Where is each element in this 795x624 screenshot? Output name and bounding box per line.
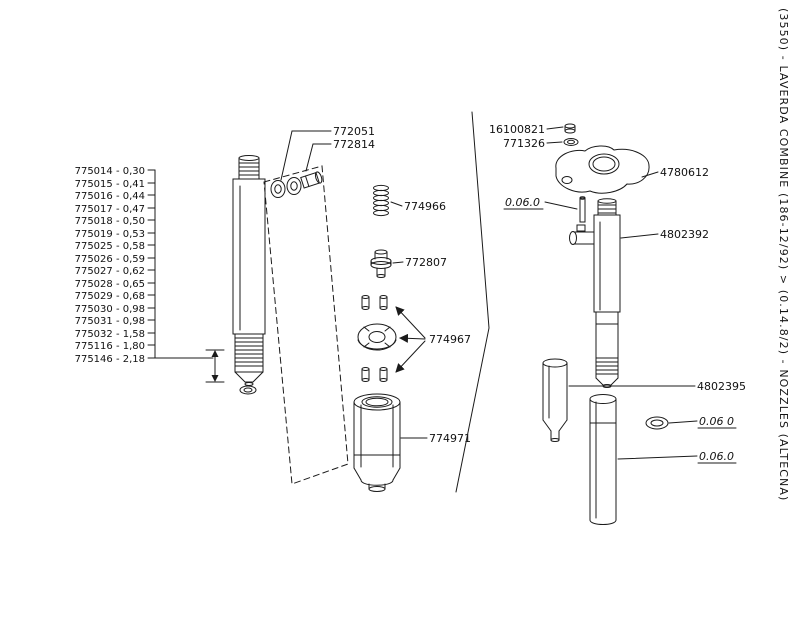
figure-ref-mid: 0.06 0 <box>699 415 734 428</box>
shim-washer-drawing <box>239 385 257 395</box>
part-label-4780612: 4780612 <box>660 166 709 179</box>
part-label-774966: 774966 <box>404 200 446 213</box>
injector-4802392-drawing <box>569 198 621 388</box>
part-label-772814: 772814 <box>333 138 375 151</box>
flange-plate-drawing <box>555 145 650 194</box>
lower-sleeve-drawing <box>589 394 617 525</box>
leader-774967 <box>395 306 426 373</box>
spring-drawing <box>373 184 389 217</box>
section-divider-line <box>455 111 490 493</box>
shim-list-item: 775028 - 0,65 <box>75 279 145 290</box>
leader-774966 <box>390 201 403 207</box>
shim-list-item: 775029 - 0,68 <box>75 291 145 302</box>
intermediate-washer-drawing <box>357 323 397 351</box>
part-label-772807: 772807 <box>405 256 447 269</box>
part-label-771326: 771326 <box>503 137 545 150</box>
part-label-4802392: 4802392 <box>660 228 709 241</box>
leader-fig-ref-top <box>544 201 578 210</box>
leader-772051 <box>280 130 332 181</box>
shim-list-item: 775027 - 0,62 <box>75 266 145 277</box>
leader-4802392 <box>620 233 659 239</box>
shim-sizes-list: 775014 - 0,30 775015 - 0,41 775016 - 0,4… <box>75 166 145 365</box>
nozzle-nut-drawing <box>353 393 401 492</box>
part-label-774967: 774967 <box>429 333 471 346</box>
part-label-16100821: 16100821 <box>489 123 545 136</box>
leader-4780612 <box>641 171 659 178</box>
shim-list-item: 775031 - 0,98 <box>75 316 145 327</box>
valve-spindle-drawing <box>370 249 392 278</box>
leader-772807 <box>392 261 404 264</box>
shim-list-item: 775116 - 1,80 <box>75 341 145 352</box>
shim-list-item: 775146 - 2,18 <box>75 354 145 365</box>
shim-list-item: 775019 - 0,53 <box>75 229 145 240</box>
shim-list-item: 775025 - 0,58 <box>75 241 145 252</box>
leader-16100821 <box>546 126 564 130</box>
injector-body-drawing <box>232 155 266 386</box>
part-label-774971: 774971 <box>429 432 471 445</box>
shim-list-item: 775015 - 0,41 <box>75 179 145 190</box>
shim-list-item: 775018 - 0,50 <box>75 216 145 227</box>
shim-list-bracket <box>147 169 214 359</box>
shim-pins-lower-drawing <box>361 367 388 382</box>
shim-list-item: 775016 - 0,44 <box>75 191 145 202</box>
shim-thickness-arrow <box>205 349 225 383</box>
figure-ref-bottom: 0.06.0 <box>699 450 734 463</box>
shim-pins-upper-drawing <box>361 295 388 310</box>
sealing-washers-drawing <box>270 177 302 198</box>
leader-772814 <box>305 143 332 172</box>
part-label-772051: 772051 <box>333 125 375 138</box>
catalog-reference-vertical-title: (3550) - LAVERDA COMBINE (186-12/92) > (… <box>777 8 790 502</box>
nozzle-4802395-drawing <box>542 358 568 442</box>
shim-list-item: 775014 - 0,30 <box>75 166 145 177</box>
part-label-4802395: 4802395 <box>697 380 746 393</box>
stud-pin-drawing <box>579 196 586 223</box>
shim-list-item: 775017 - 0,47 <box>75 204 145 215</box>
adjusting-washer-drawing <box>645 416 669 430</box>
leader-fig-ref-bottom <box>617 455 698 460</box>
valve-drawing <box>300 171 323 189</box>
exploded-plane-outline <box>263 165 349 485</box>
figure-ref-top: 0.06.0 <box>505 196 540 209</box>
cap-nut-drawing <box>564 123 576 134</box>
leader-771326 <box>546 141 563 144</box>
shim-list-item: 775030 - 0,98 <box>75 304 145 315</box>
leader-fig-ref-mid <box>668 420 698 424</box>
washer-771326-drawing <box>563 138 579 146</box>
shim-list-item: 775032 - 1,58 <box>75 329 145 340</box>
shim-list-item: 775026 - 0,59 <box>75 254 145 265</box>
